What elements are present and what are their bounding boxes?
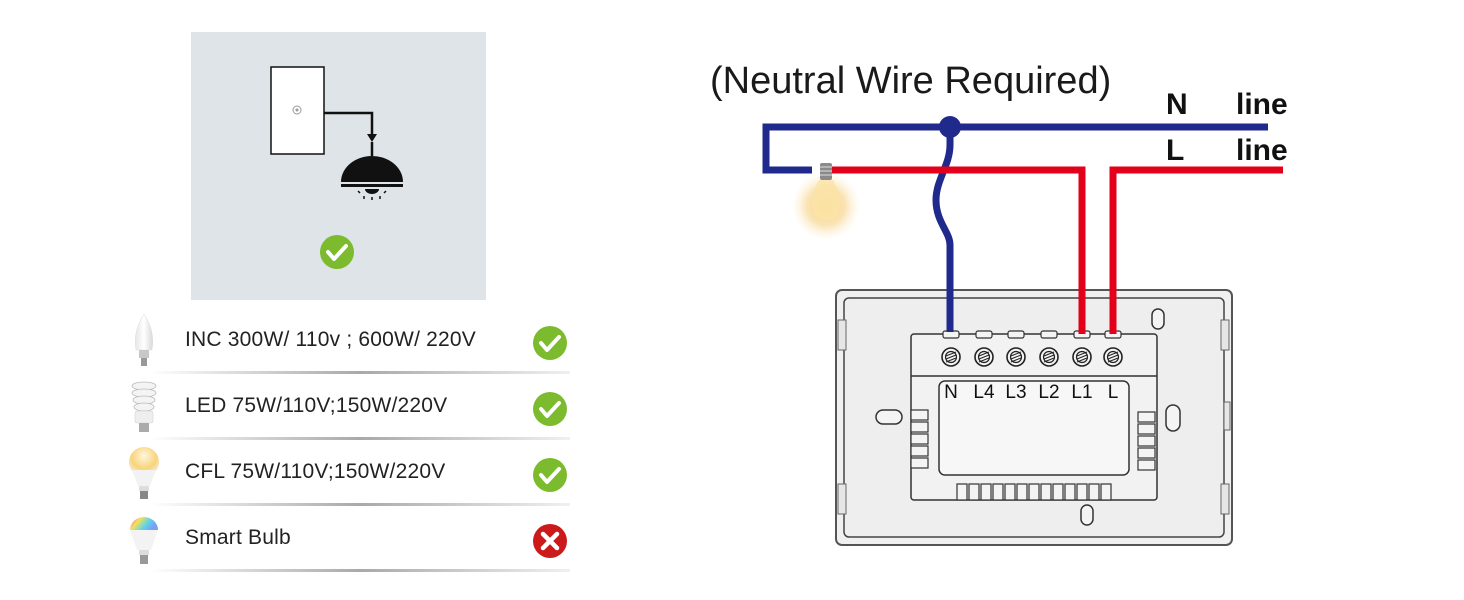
divider — [150, 437, 570, 440]
terminal-slot-l4 — [975, 330, 993, 339]
item-label: LED 75W/110V;150W/220V — [185, 394, 448, 417]
list-item: INC 300W/ 110v ; 600W/ 220V — [120, 308, 580, 374]
item-label: CFL 75W/110V;150W/220V — [185, 460, 446, 483]
terminal-block — [941, 330, 1123, 367]
vent-slot — [1100, 483, 1112, 501]
terminal-slot-l3 — [1007, 330, 1025, 339]
check-icon — [533, 326, 567, 360]
item-label: Smart Bulb — [185, 526, 291, 549]
l-label: L — [1166, 134, 1185, 167]
wall-switch-backplate — [835, 289, 1233, 546]
vent-slot — [1052, 483, 1064, 501]
terminal-screw-n — [941, 347, 961, 367]
terminal-label-l1: L1 — [1071, 382, 1093, 403]
terminal-screw-l3 — [1006, 347, 1026, 367]
divider — [150, 371, 570, 374]
terminal-label-l: L — [1107, 382, 1119, 403]
item-label: INC 300W/ 110v ; 600W/ 220V — [185, 328, 476, 351]
switch-button-icon — [292, 105, 302, 115]
vent-slot — [1088, 483, 1100, 501]
divider — [150, 569, 570, 572]
spiral-cfl-icon — [131, 381, 157, 432]
vent-slot — [1064, 483, 1076, 501]
pendant-lamp-icon — [341, 156, 403, 200]
vent-slot — [1016, 483, 1028, 501]
terminal-screw-l1 — [1072, 347, 1092, 367]
vent-slot — [980, 483, 992, 501]
mount-hole — [1080, 504, 1094, 526]
terminal-screw-l4 — [974, 347, 994, 367]
mount-hole — [1151, 308, 1165, 330]
list-item: LED 75W/110V;150W/220V — [120, 374, 580, 440]
vent-slot — [992, 483, 1004, 501]
check-icon — [533, 458, 567, 492]
vent-slot — [1040, 483, 1052, 501]
candle-bulb-icon — [135, 313, 153, 366]
terminal-label-l3: L3 — [1005, 382, 1027, 403]
terminal-label-l2: L2 — [1038, 382, 1060, 403]
mount-hole — [875, 409, 903, 425]
mount-hole — [1165, 404, 1181, 432]
terminal-label-l4: L4 — [973, 382, 995, 403]
vent-slot — [1004, 483, 1016, 501]
terminal-slot-n — [942, 330, 960, 339]
terminal-screw-l — [1103, 347, 1123, 367]
l-line-label: line — [1236, 134, 1288, 167]
check-icon — [320, 235, 354, 269]
bulb-compatibility-list: INC 300W/ 110v ; 600W/ 220V LED 75W/110V… — [120, 308, 580, 572]
cross-icon — [533, 524, 567, 558]
warm-bulb-icon — [129, 447, 159, 499]
terminal-screw-l2 — [1039, 347, 1059, 367]
lit-bulb-icon — [792, 163, 860, 240]
check-icon — [533, 392, 567, 426]
switch-lamp-illustration — [270, 66, 403, 269]
n-label: N — [1166, 88, 1188, 121]
terminal-slot-l2 — [1040, 330, 1058, 339]
diagram-title: (Neutral Wire Required) — [710, 60, 1112, 102]
live-wire — [832, 166, 1283, 334]
vent-slot — [1076, 483, 1088, 501]
n-line-label: line — [1236, 88, 1288, 121]
vent-slot — [956, 483, 968, 501]
rgb-smart-bulb-icon — [130, 517, 158, 564]
neutral-wire — [762, 116, 1268, 332]
divider — [150, 503, 570, 506]
list-item: CFL 75W/110V;150W/220V — [120, 440, 580, 506]
list-item: Smart Bulb — [120, 506, 580, 572]
vent-slot — [968, 483, 980, 501]
installation-illustration-panel — [191, 32, 486, 300]
vent-slot — [1028, 483, 1040, 501]
terminal-label-n: N — [944, 382, 958, 403]
